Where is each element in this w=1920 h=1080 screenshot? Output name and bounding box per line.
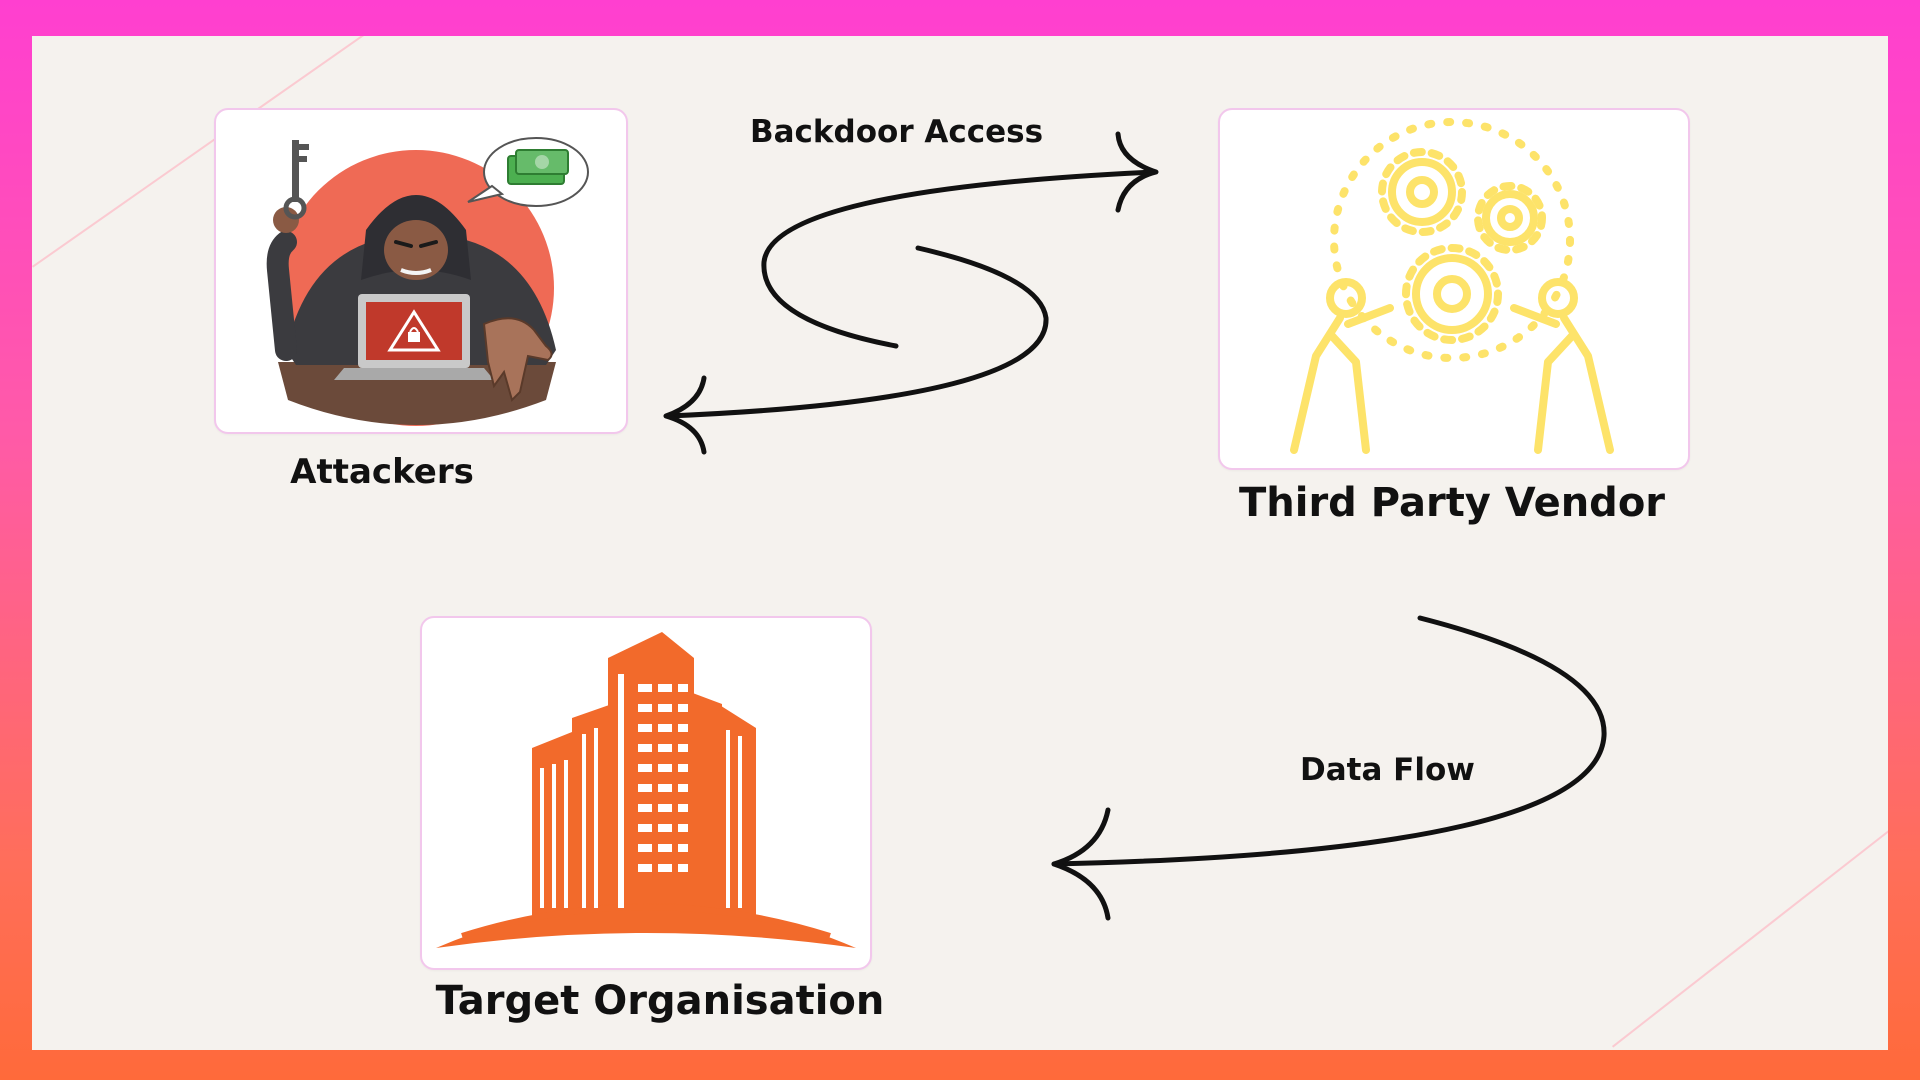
data-flow-arrow xyxy=(1051,615,1607,867)
backdoor-arrowhead-vendor xyxy=(1115,131,1159,213)
attackers-label: Attackers xyxy=(290,452,474,492)
backdoor-access-label: Backdoor Access xyxy=(750,114,1044,150)
backdoor-arrow-to-attackers xyxy=(665,245,1049,419)
gears-team-icon xyxy=(1290,118,1614,454)
data-flow-arrowhead xyxy=(1051,807,1111,921)
data-flow-label: Data Flow xyxy=(1300,752,1475,788)
backdoor-arrow-to-vendor xyxy=(761,169,1157,349)
hacker-illustration xyxy=(266,137,589,426)
vendor-label: Third Party Vendor xyxy=(1238,480,1666,526)
backdoor-arrowhead-attackers xyxy=(663,375,707,455)
target-card xyxy=(420,616,872,970)
vendor-card xyxy=(1218,108,1690,470)
attackers-card xyxy=(214,108,628,434)
target-label: Target Organisation xyxy=(435,978,885,1024)
office-building-icon xyxy=(436,632,856,948)
